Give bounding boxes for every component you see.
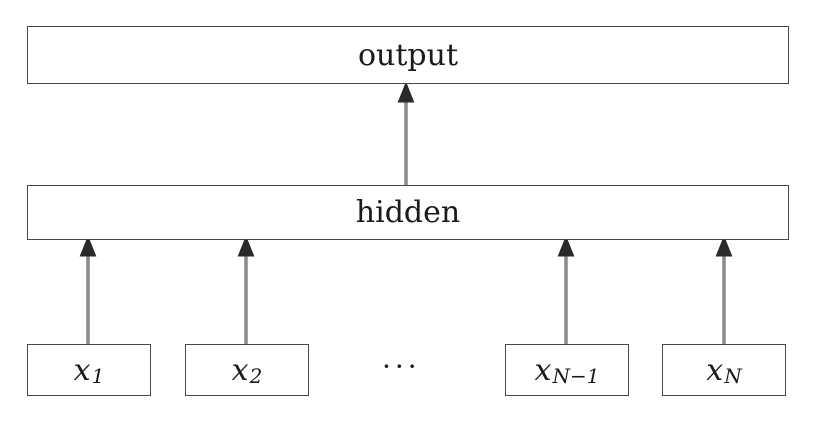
input-node-xn-1-subscript: N−1 (552, 364, 600, 388)
ellipsis: ··· (382, 350, 421, 383)
input-node-xn-1-base: x (534, 352, 552, 388)
input-node-xn-subscript: N (724, 364, 742, 388)
output-layer-label: output (357, 37, 459, 73)
input-node-x2-base: x (231, 352, 249, 388)
hidden-layer-box: hidden (27, 185, 789, 240)
hidden-layer-label: hidden (355, 195, 461, 230)
input-node-x1-subscript: 1 (91, 364, 105, 388)
input-node-x2-subscript: 2 (249, 364, 263, 388)
input-node-xn-base: x (706, 352, 724, 388)
input-node-x1-base: x (73, 352, 91, 388)
output-layer-box: output (27, 26, 789, 84)
